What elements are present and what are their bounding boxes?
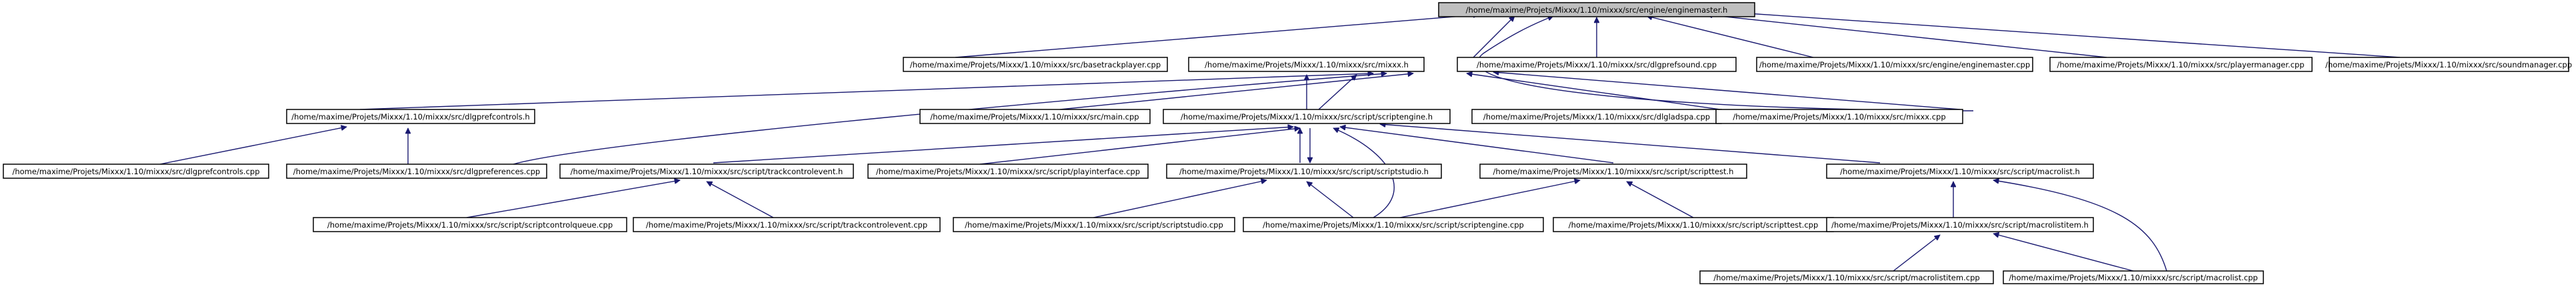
edge-scriptengine-h-to-mixxx-h-2 — [1318, 75, 1357, 110]
edge-trackcontrolevent-cpp-to-trackcontrolevent-h — [707, 181, 774, 218]
edges — [159, 13, 2401, 272]
node-trackcontrolevent-cpp[interactable]: /home/maxime/Projets/Mixxx/1.10/mixxx/sr… — [633, 217, 941, 232]
node-label: /home/maxime/Projets/Mixxx/1.10/mixxx/sr… — [571, 167, 843, 176]
edge-dlgprefcontrols-cpp-to-dlgprefcontrols-h — [159, 127, 347, 165]
edge-basetrackplayer-to-enginemaster — [955, 15, 1479, 58]
node-label: /home/maxime/Projets/Mixxx/1.10/mixxx/sr… — [1733, 112, 1945, 121]
node-scripttest-cpp[interactable]: /home/maxime/Projets/Mixxx/1.10/mixxx/sr… — [1553, 217, 1834, 232]
edge-dlgpreferences-to-mixxx-h — [513, 73, 1387, 165]
node-label: /home/maxime/Projets/Mixxx/1.10/mixxx/sr… — [2057, 60, 2304, 69]
edge-scripttest-h-to-scriptengine-h — [1340, 127, 1614, 164]
edge-main-to-mixxx-h — [1059, 73, 1413, 110]
node-label: /home/maxime/Projets/Mixxx/1.10/mixxx/sr… — [1263, 220, 1524, 230]
node-label: /home/maxime/Projets/Mixxx/1.10/mixxx/sr… — [291, 112, 529, 121]
edge-trackcontrolevent-h-to-scriptengine-h — [713, 127, 1293, 164]
node-label: /home/maxime/Projets/Mixxx/1.10/mixxx/sr… — [1477, 60, 1717, 69]
node-playermanager-cpp[interactable]: /home/maxime/Projets/Mixxx/1.10/mixxx/sr… — [2049, 57, 2313, 72]
node-label: /home/maxime/Projets/Mixxx/1.10/mixxx/sr… — [1179, 167, 1429, 176]
edge-macrolist-h-to-scriptengine-h — [1380, 124, 1881, 164]
node-dlgpreferences-cpp[interactable]: /home/maxime/Projets/Mixxx/1.10/mixxx/sr… — [286, 164, 547, 179]
node-enginemaster-cpp[interactable]: /home/maxime/Projets/Mixxx/1.10/mixxx/sr… — [1756, 57, 2033, 72]
node-trackcontrolevent-h[interactable]: /home/maxime/Projets/Mixxx/1.10/mixxx/sr… — [559, 164, 854, 179]
node-dlgprefcontrols-h[interactable]: /home/maxime/Projets/Mixxx/1.10/mixxx/sr… — [286, 109, 535, 124]
node-label: /home/maxime/Projets/Mixxx/1.10/mixxx/sr… — [1713, 273, 1979, 282]
node-label: /home/maxime/Projets/Mixxx/1.10/mixxx/sr… — [910, 60, 1161, 69]
node-label: /home/maxime/Projets/Mixxx/1.10/mixxx/sr… — [293, 167, 540, 176]
node-mixxx-h[interactable]: /home/maxime/Projets/Mixxx/1.10/mixxx/sr… — [1188, 57, 1425, 72]
node-label: /home/maxime/Projets/Mixxx/1.10/mixxx/sr… — [12, 167, 259, 176]
node-mixxx-cpp[interactable]: /home/maxime/Projets/Mixxx/1.10/mixxx/sr… — [1715, 109, 1963, 124]
node-main-cpp[interactable]: /home/maxime/Projets/Mixxx/1.10/mixxx/sr… — [919, 109, 1151, 124]
node-label: /home/maxime/Projets/Mixxx/1.10/mixxx/sr… — [2325, 60, 2572, 69]
node-scriptengine-cpp[interactable]: /home/maxime/Projets/Mixxx/1.10/mixxx/sr… — [1243, 217, 1544, 232]
node-label: /home/maxime/Projets/Mixxx/1.10/mixxx/sr… — [930, 112, 1139, 121]
node-label: /home/maxime/Projets/Mixxx/1.10/mixxx/sr… — [1493, 167, 1734, 176]
node-label: /home/maxime/Projets/Mixxx/1.10/mixxx/sr… — [646, 220, 927, 230]
node-dlgprefsound-cpp[interactable]: /home/maxime/Projets/Mixxx/1.10/mixxx/sr… — [1457, 57, 1737, 72]
node-scriptengine-h[interactable]: /home/maxime/Projets/Mixxx/1.10/mixxx/sr… — [1163, 109, 1451, 124]
edge-dlgprefcontrols-h-to-mixxx-h — [359, 73, 1373, 110]
node-playinterface-cpp[interactable]: /home/maxime/Projets/Mixxx/1.10/mixxx/sr… — [867, 164, 1149, 179]
edge-macrolist-cpp-to-macrolistitem-h — [1993, 234, 2134, 272]
node-macrolist-h[interactable]: /home/maxime/Projets/Mixxx/1.10/mixxx/sr… — [1826, 164, 2094, 179]
node-macrolist-cpp[interactable]: /home/maxime/Projets/Mixxx/1.10/mixxx/sr… — [2003, 270, 2264, 284]
edge-mixxx-cpp-to-mixxx-h — [1493, 72, 1961, 110]
node-label: /home/maxime/Projets/Mixxx/1.10/mixxx/sr… — [1831, 220, 2089, 230]
node-label: /home/maxime/Projets/Mixxx/1.10/mixxx/sr… — [965, 220, 1223, 230]
node-macrolistitem-cpp[interactable]: /home/maxime/Projets/Mixxx/1.10/mixxx/sr… — [1699, 270, 1994, 284]
node-scriptstudio-h[interactable]: /home/maxime/Projets/Mixxx/1.10/mixxx/sr… — [1166, 164, 1442, 179]
edge-playermanager-to-enginemaster — [1707, 15, 2107, 58]
node-label: /home/maxime/Projets/Mixxx/1.10/mixxx/sr… — [1483, 112, 1710, 121]
nodes: /home/maxime/Projets/Mixxx/1.10/mixxx/sr… — [3, 2, 2572, 284]
node-label: /home/maxime/Projets/Mixxx/1.10/mixxx/sr… — [327, 220, 613, 230]
node-dlgprefcontrols-cpp[interactable]: /home/maxime/Projets/Mixxx/1.10/mixxx/sr… — [3, 164, 269, 179]
edge-enginemaster-cpp-to-enginemaster — [1647, 16, 1814, 58]
edge-mixxx-h-to-enginemaster — [1473, 16, 1515, 58]
edge-scriptengine-cpp-to-scriptstudio-h — [1307, 181, 1354, 218]
edge-scriptcontrolqueue-to-trackcontrolevent-h — [466, 180, 680, 218]
node-label: /home/maxime/Projets/Mixxx/1.10/mixxx/sr… — [1181, 112, 1433, 121]
node-label: /home/maxime/Projets/Mixxx/1.10/mixxx/sr… — [2009, 273, 2257, 282]
node-scriptstudio-cpp[interactable]: /home/maxime/Projets/Mixxx/1.10/mixxx/sr… — [953, 217, 1235, 232]
node-scripttest-h[interactable]: /home/maxime/Projets/Mixxx/1.10/mixxx/sr… — [1479, 164, 1747, 179]
node-label: /home/maxime/Projets/Mixxx/1.10/mixxx/sr… — [1569, 220, 1819, 230]
node-label: /home/maxime/Projets/Mixxx/1.10/mixxx/sr… — [1205, 60, 1409, 69]
node-dlgladspa-cpp[interactable]: /home/maxime/Projets/Mixxx/1.10/mixxx/sr… — [1471, 109, 1722, 124]
edge-scriptengine-cpp-to-scripttest-h — [1399, 180, 1580, 218]
edge-scripttest-cpp-to-scripttest-h — [1627, 181, 1694, 218]
node-label: /home/maxime/Projets/Mixxx/1.10/mixxx/sr… — [1466, 5, 1728, 15]
node-enginemaster-h[interactable]: /home/maxime/Projets/Mixxx/1.10/mixxx/sr… — [1438, 2, 1755, 17]
edge-mixxx-cpp-to-enginemaster — [1477, 16, 1974, 111]
edge-soundmanager-to-enginemaster — [1747, 13, 2401, 58]
edge-dlgladspa-to-mixxx-h — [1467, 73, 1721, 110]
node-label: /home/maxime/Projets/Mixxx/1.10/mixxx/sr… — [1840, 167, 2080, 176]
edge-macrolist-cpp-to-macrolist-h — [1993, 180, 2167, 272]
node-scriptcontrolqueue-cpp[interactable]: /home/maxime/Projets/Mixxx/1.10/mixxx/sr… — [313, 217, 627, 232]
edge-playinterface-to-scriptengine-h — [979, 128, 1300, 165]
node-basetrackplayer-cpp[interactable]: /home/maxime/Projets/Mixxx/1.10/mixxx/sr… — [903, 57, 1168, 72]
edge-macrolistitem-cpp-to-macrolistitem-h — [1893, 234, 1940, 272]
node-soundmanager-cpp[interactable]: /home/maxime/Projets/Mixxx/1.10/mixxx/sr… — [2325, 57, 2572, 72]
edge-scriptstudio-cpp-to-scriptstudio-h — [1093, 180, 1267, 218]
node-label: /home/maxime/Projets/Mixxx/1.10/mixxx/sr… — [1759, 60, 2030, 69]
node-macrolistitem-h[interactable]: /home/maxime/Projets/Mixxx/1.10/mixxx/sr… — [1826, 217, 2094, 232]
node-label: /home/maxime/Projets/Mixxx/1.10/mixxx/sr… — [876, 167, 1140, 176]
